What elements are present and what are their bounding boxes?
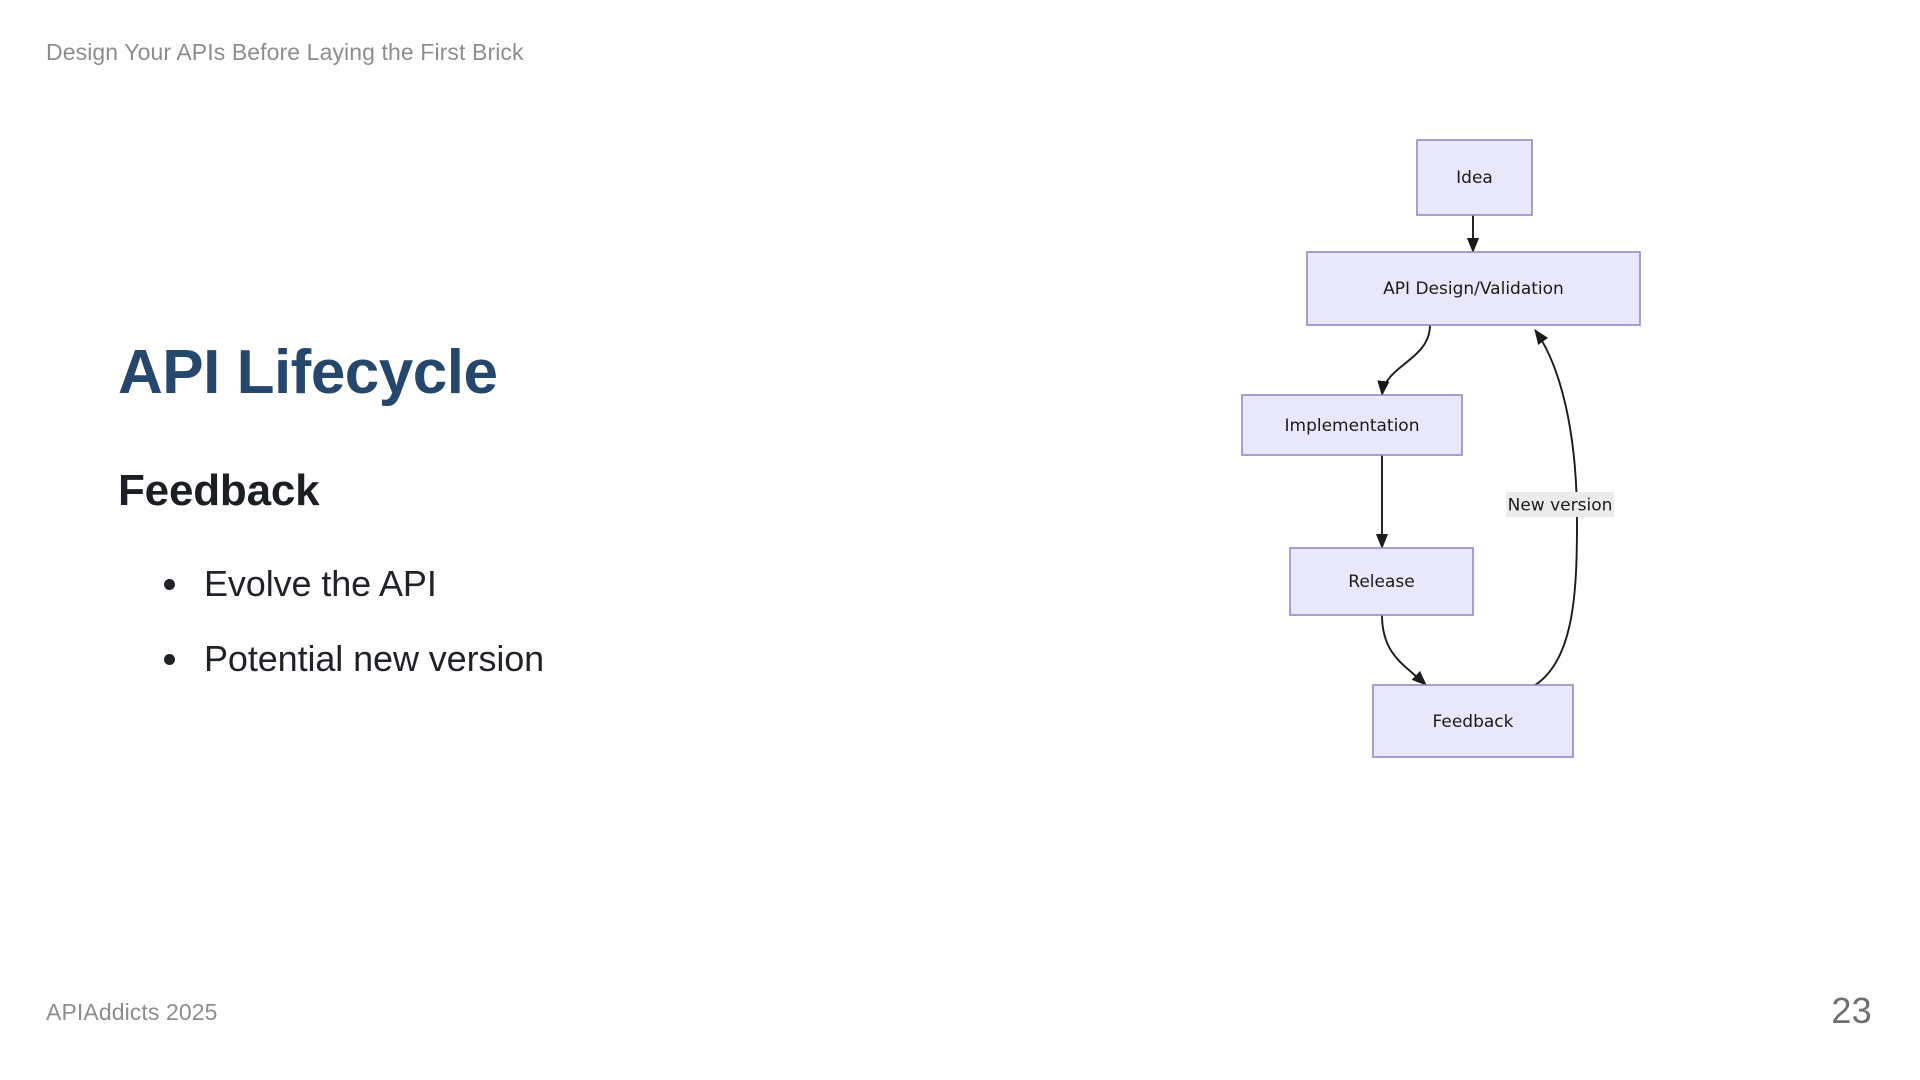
- bullet-dot-icon: [164, 579, 175, 591]
- list-item-label: Evolve the API: [204, 563, 437, 605]
- bullet-list: Evolve the API Potential new version: [118, 515, 878, 681]
- slide-header-title: Design Your APIs Before Laying the First…: [46, 39, 524, 65]
- list-item: Potential new version: [118, 636, 878, 681]
- api-lifecycle-diagram: New version Idea API Design/Validation I…: [1230, 120, 1660, 950]
- node-release-box[interactable]: [1289, 547, 1474, 616]
- node-design-box[interactable]: [1306, 251, 1641, 326]
- node-feedback-box[interactable]: [1372, 684, 1574, 758]
- node-implementation-box[interactable]: [1241, 394, 1463, 456]
- edge-release-to-feedback: [1381, 614, 1427, 686]
- node-implementation-label: Implementation: [1285, 416, 1420, 436]
- page-number: 23: [1831, 990, 1872, 1031]
- list-item-label: Potential new version: [204, 638, 545, 680]
- section-subtitle: Feedback: [118, 466, 320, 516]
- list-item: Evolve the API: [118, 561, 878, 606]
- node-idea-box[interactable]: [1416, 139, 1533, 216]
- node-idea-label: Idea: [1456, 168, 1493, 188]
- edge-label-new-version: New version: [1508, 496, 1613, 516]
- bullet-dot-icon: [164, 654, 175, 666]
- edge-feedback-to-design: [1529, 329, 1578, 689]
- node-design-label: API Design/Validation: [1383, 279, 1564, 299]
- node-feedback-label: Feedback: [1433, 712, 1514, 732]
- edge-label-background: [1506, 492, 1614, 517]
- edge-design-to-implementation: [1377, 324, 1431, 397]
- content-column: API Lifecycle Feedback Evolve the API Po…: [118, 340, 878, 681]
- node-release-label: Release: [1348, 572, 1414, 592]
- page-title: API Lifecycle: [118, 338, 498, 407]
- footer-attribution: APIAddicts 2025: [46, 999, 218, 1025]
